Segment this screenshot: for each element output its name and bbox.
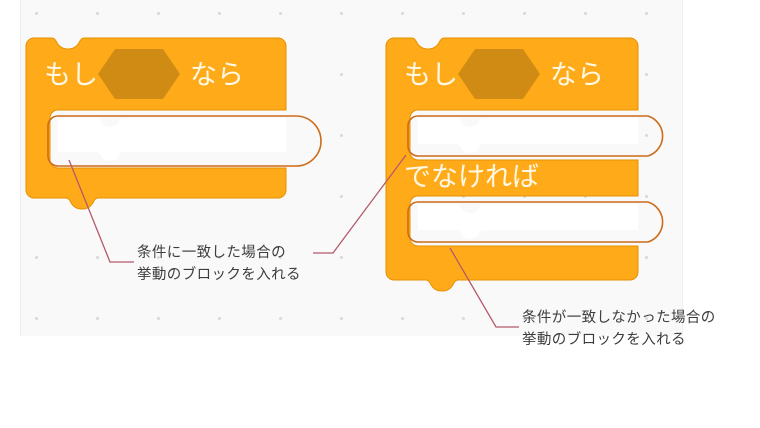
annotation-true-branch-line2: 挙動のブロックを入れる bbox=[137, 266, 301, 283]
if-body-slot[interactable] bbox=[418, 118, 638, 153]
annotation-true-branch-line1: 条件に一致した場合の bbox=[137, 245, 286, 261]
if-body-slot-highlight bbox=[47, 115, 322, 167]
canvas-right-border bbox=[682, 0, 683, 336]
if-body-slot-highlight bbox=[407, 115, 664, 157]
annotation-true-branch: 条件に一致した場合の 挙動のブロックを入れる bbox=[137, 243, 301, 287]
condition-hexagon-slot[interactable] bbox=[98, 49, 180, 99]
leader-line-right-block-true bbox=[313, 154, 407, 254]
leader-line-right-block-false bbox=[449, 247, 519, 328]
if-label: もし bbox=[404, 60, 458, 91]
if-then-else-block-body[interactable] bbox=[385, 37, 639, 292]
leader-line-left-block-true bbox=[68, 159, 134, 263]
canvas-left-border bbox=[20, 0, 21, 336]
if-then-block[interactable]: もし なら bbox=[25, 37, 322, 210]
if-then-block-body[interactable] bbox=[25, 37, 287, 210]
condition-hexagon-slot[interactable] bbox=[458, 49, 540, 99]
annotation-false-branch-line1: 条件が一致しなかった場合の bbox=[522, 310, 716, 326]
else-body-slot[interactable] bbox=[418, 204, 638, 239]
then-label: なら bbox=[190, 60, 244, 91]
if-label: もし bbox=[44, 60, 98, 91]
if-body-slot[interactable] bbox=[58, 118, 286, 161]
annotation-false-branch: 条件が一致しなかった場合の 挙動のブロックを入れる bbox=[522, 308, 716, 352]
else-label: でなければ bbox=[404, 162, 539, 193]
if-then-else-block[interactable]: もし なら でなければ bbox=[385, 37, 664, 292]
annotation-false-branch-line2: 挙動のブロックを入れる bbox=[522, 331, 686, 348]
then-label: なら bbox=[550, 60, 604, 91]
else-body-slot-highlight bbox=[407, 201, 664, 243]
